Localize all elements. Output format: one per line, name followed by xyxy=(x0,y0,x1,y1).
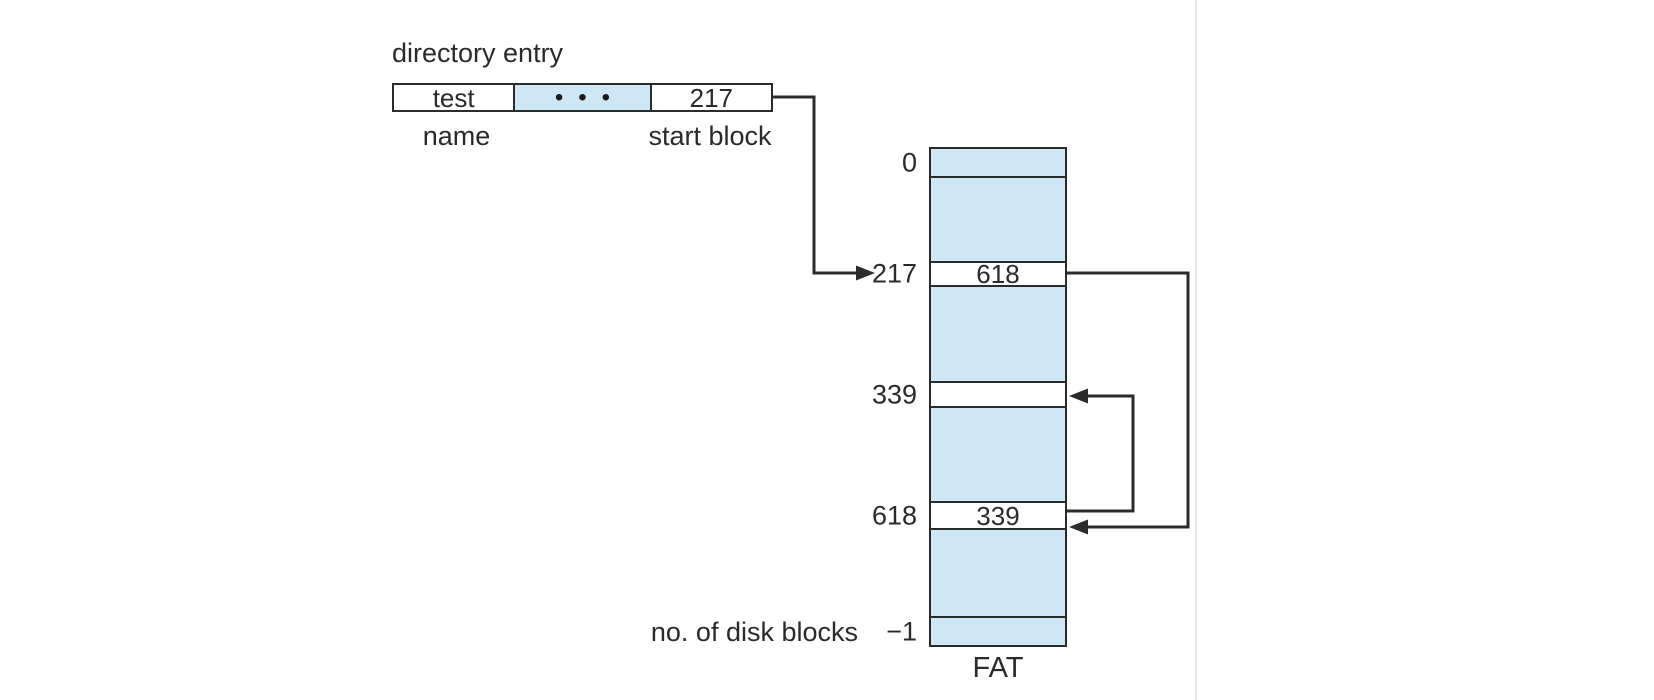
figure-right-edge-line xyxy=(1195,0,1197,700)
fat-row-block xyxy=(931,408,1065,503)
fat-row-last: −1 xyxy=(886,618,1065,645)
fat-row-block xyxy=(931,287,1065,383)
fat-row-index-label: 339 xyxy=(871,379,917,409)
fat-row-block xyxy=(931,530,1065,618)
fat-row-value: 339 xyxy=(976,500,1020,531)
fat-row-0: 0 xyxy=(902,149,1065,178)
start-block-label: start block xyxy=(648,121,772,151)
arrowhead-to-339 xyxy=(1069,388,1088,404)
directory-entry-name-cell: test xyxy=(432,82,475,113)
fat-row-index-label: 217 xyxy=(871,258,917,289)
fat-row-index-label: −1 xyxy=(886,616,917,646)
fat-caption: FAT xyxy=(972,652,1024,684)
directory-entry-start-block-cell: 217 xyxy=(689,82,734,113)
fat-row-index-label: 618 xyxy=(871,500,917,530)
directory-entry-label: directory entry xyxy=(392,38,564,68)
fat-row-618: 618 339 xyxy=(872,500,1065,531)
fat-row-339: 339 xyxy=(872,381,1065,408)
directory-entry-box: test ••• 217 xyxy=(392,83,773,112)
name-label: name xyxy=(422,121,491,151)
fat-row-value: 618 xyxy=(976,259,1020,289)
disk-blocks-note: no. of disk blocks xyxy=(650,617,858,647)
fat-table: 0 217 618 339 618 339 −1 xyxy=(872,147,1067,647)
directory-entry-ellipsis-cell: ••• xyxy=(513,85,652,110)
arrowhead-to-618 xyxy=(1069,519,1088,535)
fat-row-block xyxy=(931,178,1065,263)
fat-row-217: 217 618 xyxy=(872,259,1065,289)
arrow-217-to-618 xyxy=(1067,271,1190,529)
arrow-618-to-339 xyxy=(1067,394,1135,513)
fat-row-index-label: 0 xyxy=(901,147,917,177)
